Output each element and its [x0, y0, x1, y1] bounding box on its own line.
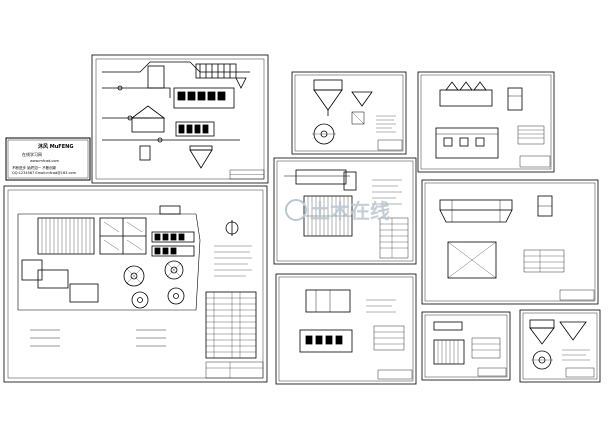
watermark-text: 土木在线 [310, 199, 390, 223]
sheet-detail-b [519, 309, 601, 383]
sheet-master-plan [3, 185, 268, 383]
logo: 沐风 MuFENG 在线学习网 www.mfcad.com 不断进步 始终如一 … [8, 140, 88, 180]
sheet-process-flow [91, 54, 269, 184]
sheet-building [417, 71, 555, 173]
logo-subtitle: 在线学习网 [22, 152, 42, 157]
sheet-sedimentation [421, 179, 599, 305]
watermark: 土木在线 [285, 199, 390, 223]
logo-name: 沐风 MuFENG [38, 144, 74, 150]
sheet-conical-tank [291, 71, 407, 155]
logo-box [5, 137, 91, 181]
sheet-detail-a [421, 311, 511, 381]
logo-url: www.mfcad.com [30, 159, 59, 163]
sheet-pump-house [275, 273, 417, 385]
logo-contact: QQ:1234567 Email:mfcad@163.com [12, 171, 76, 175]
logo-tagline: 不断进步 始终如一 不断创新 [12, 166, 57, 170]
